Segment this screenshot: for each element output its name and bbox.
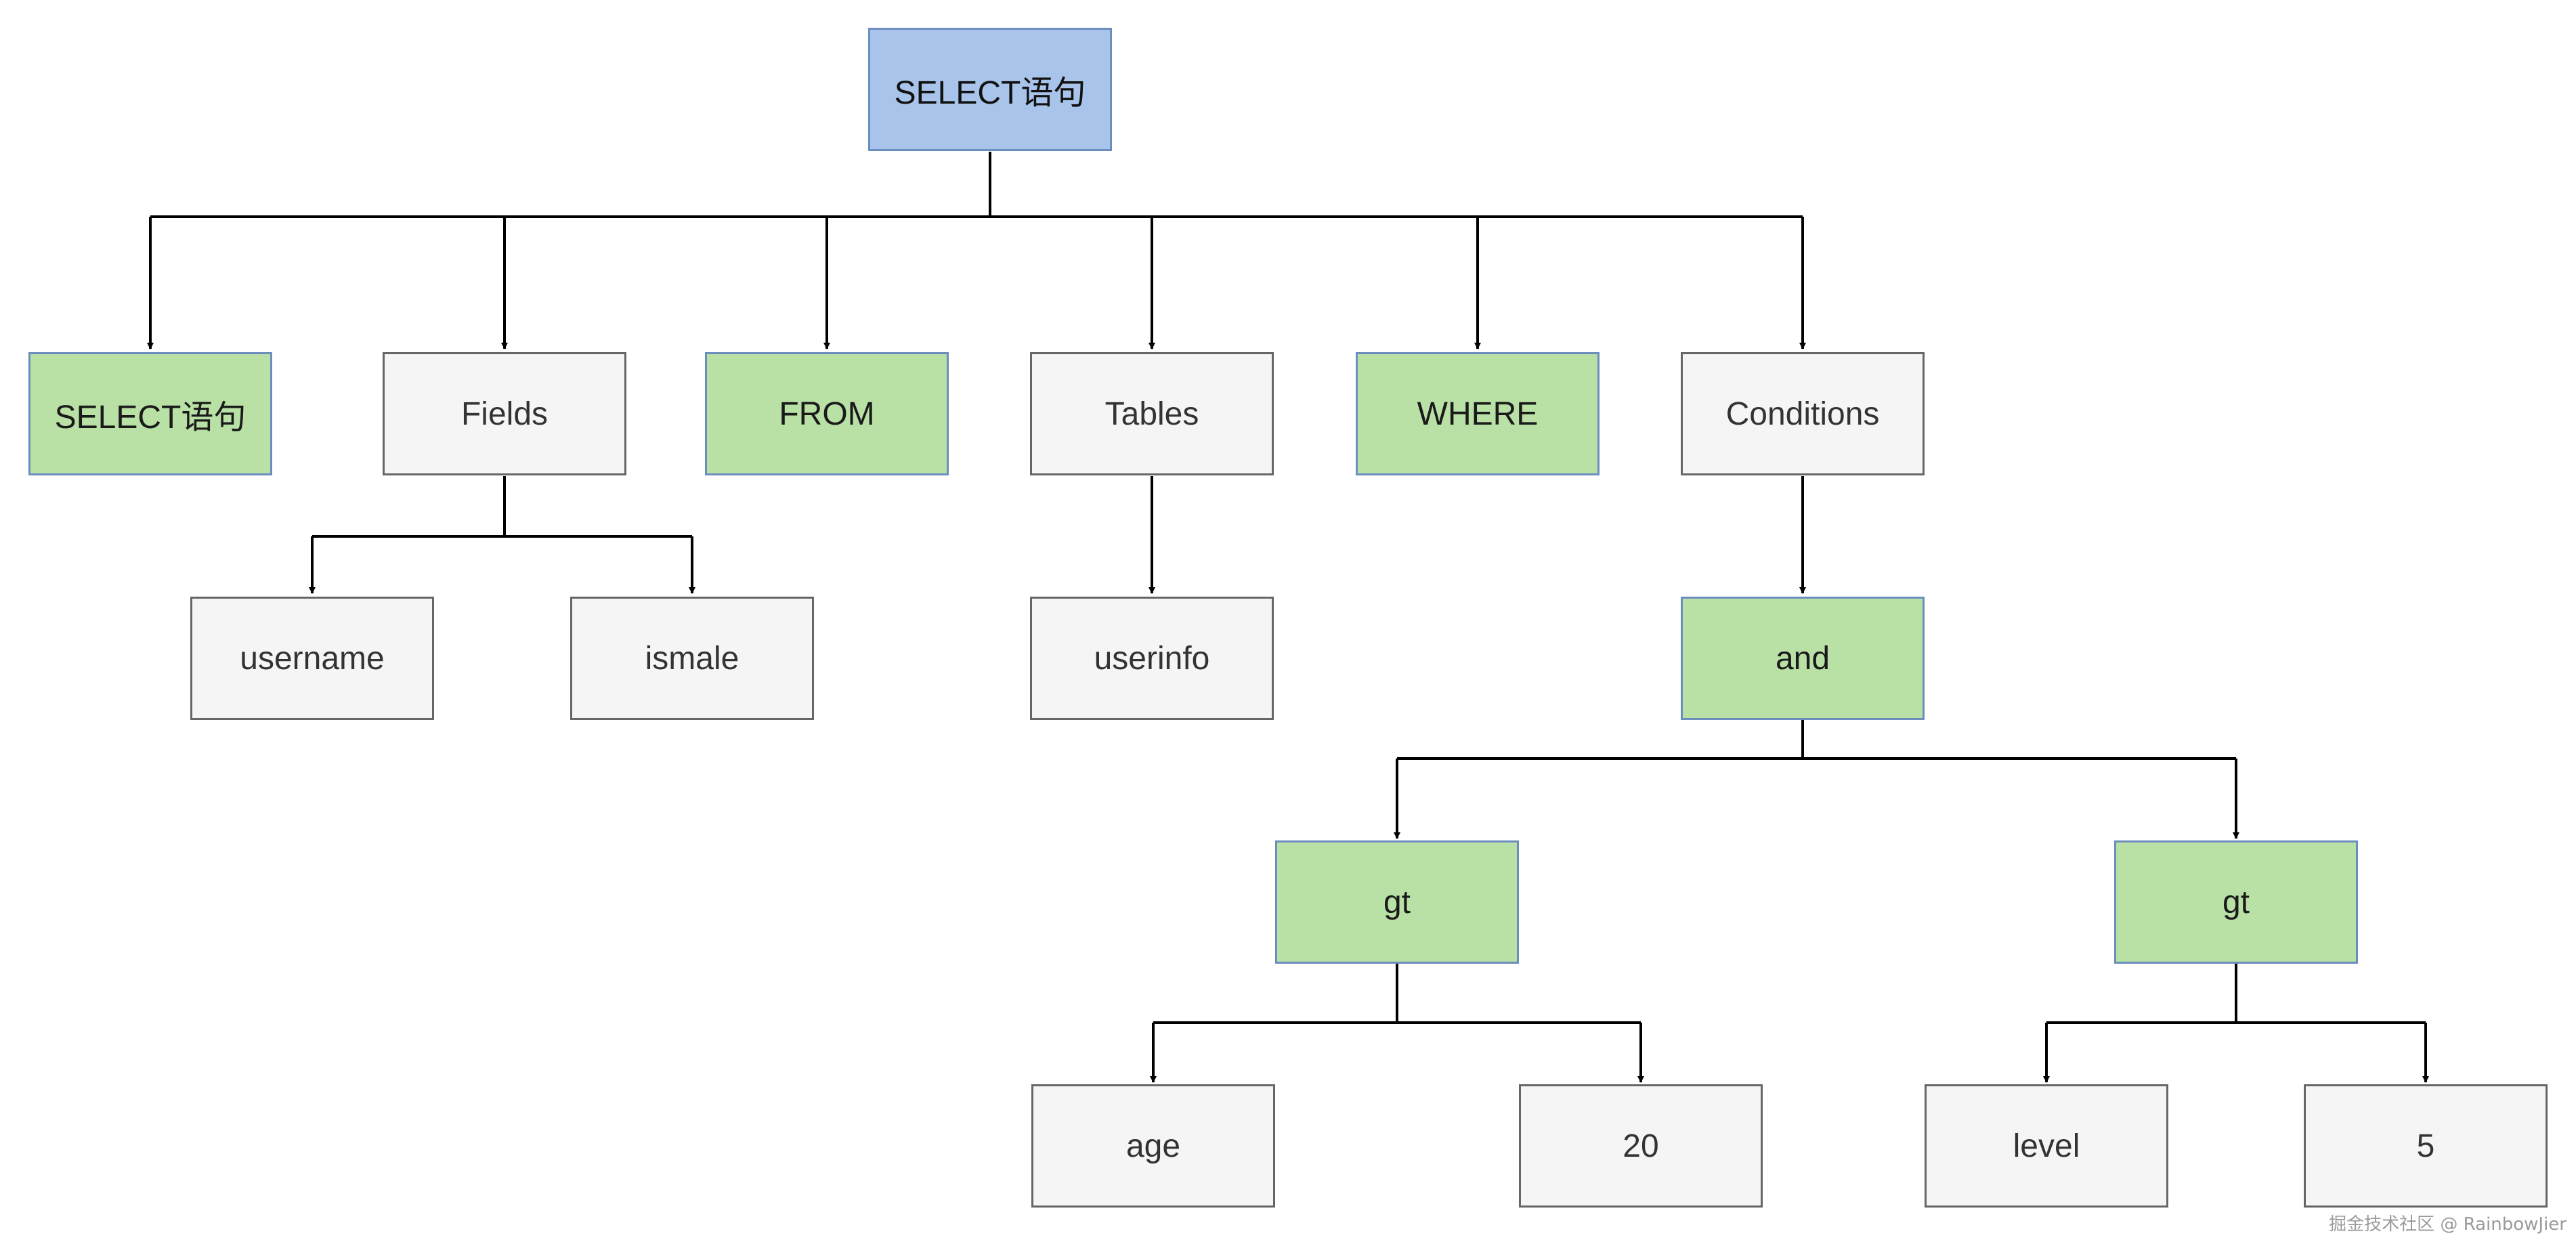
node-age: age — [1031, 1084, 1275, 1208]
node-value-20: 20 — [1519, 1084, 1763, 1208]
node-ismale: ismale — [570, 597, 814, 720]
node-fields: Fields — [383, 352, 626, 475]
node-gt-left: gt — [1275, 840, 1519, 964]
node-conditions: Conditions — [1681, 352, 1925, 475]
node-gt-right: gt — [2114, 840, 2358, 964]
node-from: FROM — [705, 352, 949, 475]
node-root-select-statement: SELECT语句 — [868, 28, 1112, 151]
node-and: and — [1681, 597, 1925, 720]
node-userinfo: userinfo — [1030, 597, 1274, 720]
node-where: WHERE — [1356, 352, 1600, 475]
node-select-statement: SELECT语句 — [28, 352, 272, 475]
node-level: level — [1925, 1084, 2168, 1208]
watermark-text: 掘金技术社区 @ RainbowJier — [2329, 1214, 2567, 1235]
node-username: username — [190, 597, 434, 720]
node-tables: Tables — [1030, 352, 1274, 475]
node-value-5: 5 — [2304, 1084, 2548, 1208]
